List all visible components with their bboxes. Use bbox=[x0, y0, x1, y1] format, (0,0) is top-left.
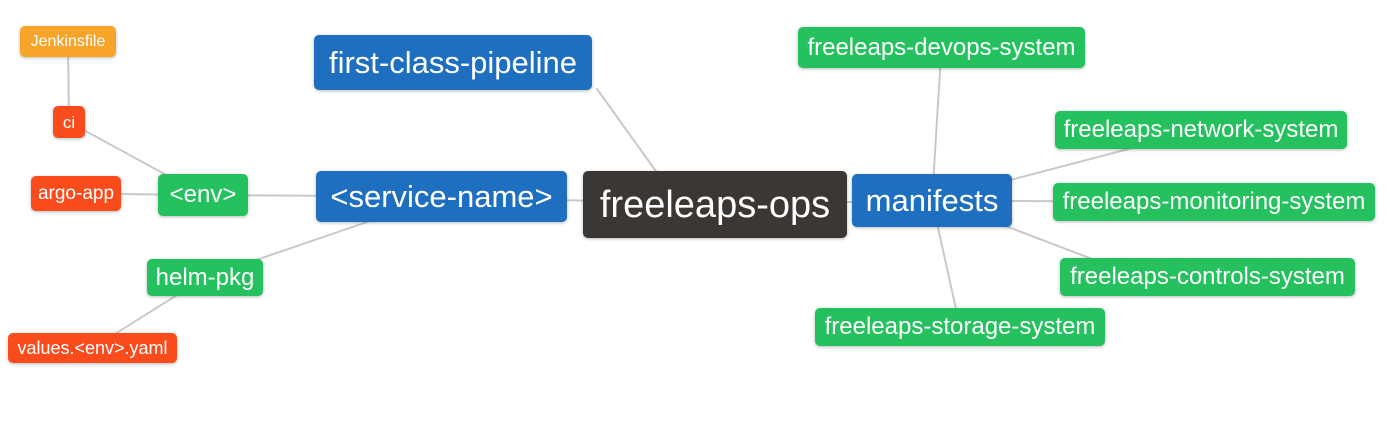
mindmap-node-storage-system[interactable]: freeleaps-storage-system bbox=[815, 308, 1105, 346]
mindmap-node-network-system[interactable]: freeleaps-network-system bbox=[1055, 111, 1347, 149]
mindmap-node-jenkinsfile[interactable]: Jenkinsfile bbox=[20, 26, 116, 57]
mindmap-node-manifests[interactable]: manifests bbox=[852, 174, 1012, 227]
mindmap-node-argo-app[interactable]: argo-app bbox=[31, 176, 121, 211]
mindmap-node-freeleaps-ops[interactable]: freeleaps-ops bbox=[583, 171, 847, 238]
mindmap-node-ci[interactable]: ci bbox=[53, 106, 85, 138]
mindmap-node-env[interactable]: <env> bbox=[158, 174, 248, 216]
mindmap-node-helm-pkg[interactable]: helm-pkg bbox=[147, 259, 263, 296]
mindmap-node-first-class-pipeline[interactable]: first-class-pipeline bbox=[314, 35, 592, 90]
mindmap-node-devops-system[interactable]: freeleaps-devops-system bbox=[798, 27, 1085, 68]
mindmap-node-controls-system[interactable]: freeleaps-controls-system bbox=[1060, 258, 1355, 296]
mindmap-node-monitoring-system[interactable]: freeleaps-monitoring-system bbox=[1053, 183, 1375, 221]
mindmap-node-values-env-yaml[interactable]: values.<env>.yaml bbox=[8, 333, 177, 363]
mindmap-node-service-name[interactable]: <service-name> bbox=[316, 171, 567, 222]
edge-manifests-controls-system bbox=[994, 221, 1101, 263]
